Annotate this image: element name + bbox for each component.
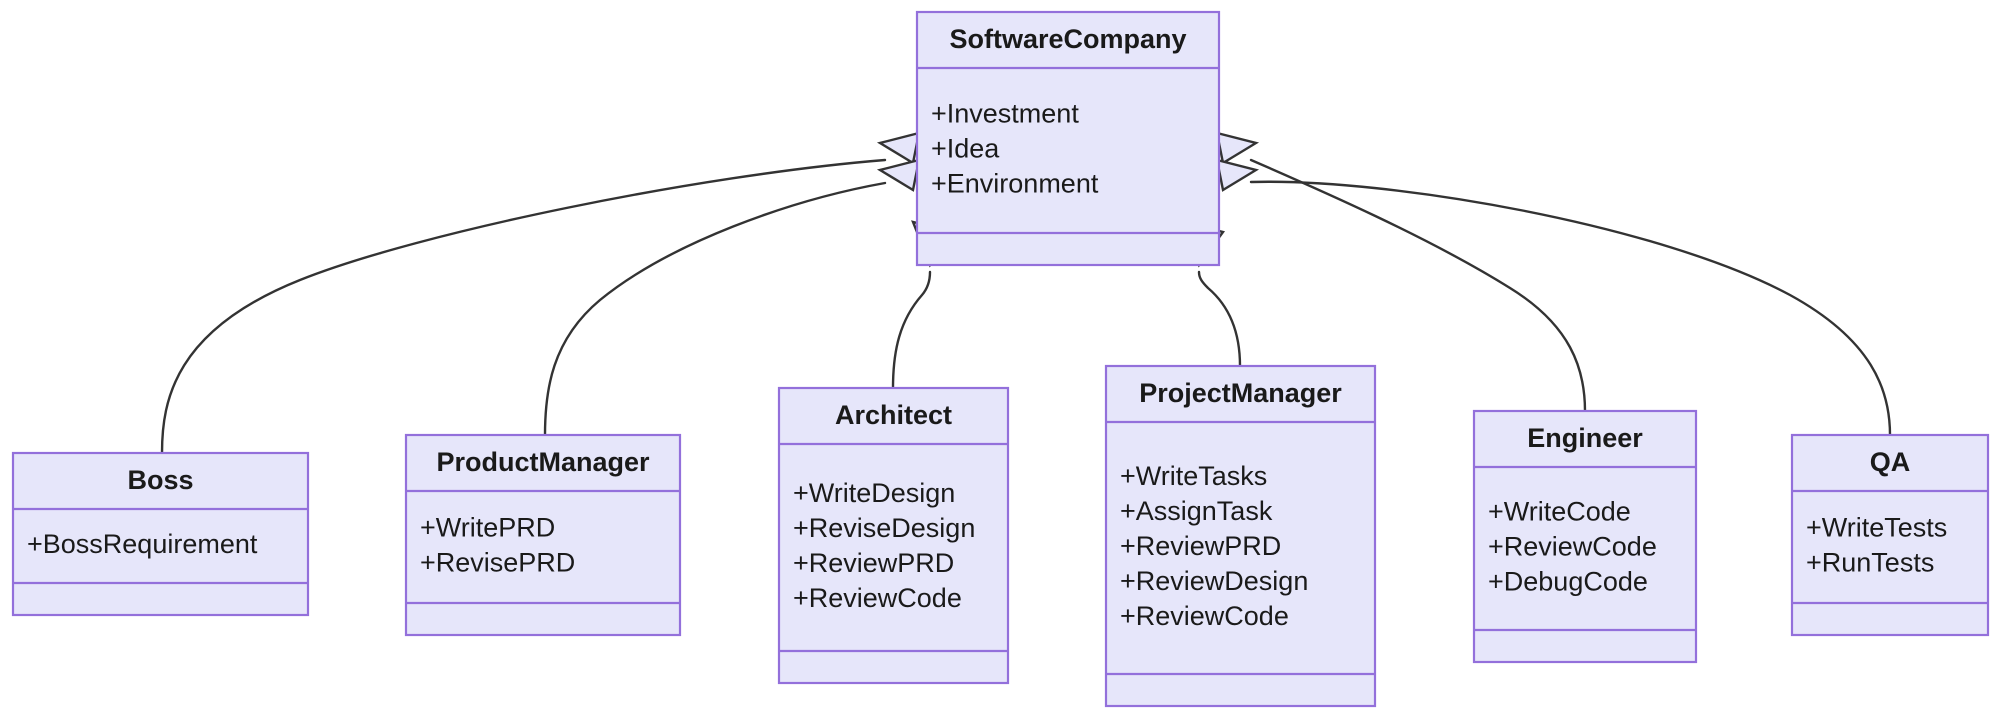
relationship-edges-layer [160,158,1892,455]
class-member-architect-1: +ReviseDesign [793,513,975,543]
edge-boss [160,158,887,455]
class-box-outline-architect [777,386,1010,685]
arrow-boss-icon [876,131,921,165]
class-member-engineer-1: +ReviewCode [1488,532,1657,562]
class-member-projectmanager-0: +WriteTasks [1120,461,1267,491]
class-member-boss-0: +BossRequirement [27,529,258,559]
class-box-engineer[interactable]: Engineer +WriteCode +ReviewCode +DebugCode [1472,409,1698,664]
class-member-softwarecompany-1: +Idea [931,134,1000,164]
class-box-outline-boss [11,451,310,617]
class-boxes-layer: SoftwareCompany +Investment +Idea +Environm… [11,10,1990,708]
class-member-projectmanager-2: +ReviewPRD [1120,531,1281,561]
class-box-softwarecompany[interactable]: SoftwareCompany +Investment +Idea +Environm… [915,10,1221,267]
edge-projectmanager [1197,270,1242,368]
class-box-architect[interactable]: Architect +WriteDesign +ReviseDesign +Revie… [777,386,1010,685]
class-name-qa: QA [1870,447,1911,477]
class-name-productmanager: ProductManager [436,447,650,477]
class-member-architect-3: +ReviewCode [793,583,962,613]
class-name-engineer: Engineer [1527,423,1643,453]
class-member-qa-1: +RunTests [1806,548,1934,578]
class-box-outline-softwarecompany [915,10,1221,267]
edge-qa [1249,180,1892,437]
class-name-architect: Architect [835,400,952,430]
class-box-projectmanager[interactable]: ProjectManager +WriteTasks +AssignTask +Rev… [1104,364,1377,708]
class-box-outline-qa [1790,433,1990,637]
class-box-outline-productmanager [404,433,682,637]
class-member-architect-2: +ReviewPRD [793,548,954,578]
edge-engineer [1249,158,1587,413]
class-box-boss[interactable]: Boss +BossRequirement [11,451,310,617]
arrow-engineer-icon [1215,131,1260,165]
class-member-projectmanager-3: +ReviewDesign [1120,566,1308,596]
class-name-softwarecompany: SoftwareCompany [949,24,1186,54]
class-box-outline-engineer [1472,409,1698,664]
class-name-projectmanager: ProjectManager [1139,378,1342,408]
class-box-qa[interactable]: QA +WriteTests +RunTests [1790,433,1990,637]
class-member-projectmanager-4: +ReviewCode [1120,601,1289,631]
class-member-softwarecompany-0: +Investment [931,99,1079,129]
class-name-boss: Boss [127,465,193,495]
class-member-architect-0: +WriteDesign [793,478,955,508]
arrow-productmanager-icon [876,158,921,192]
arrow-qa-icon [1215,158,1260,192]
class-member-engineer-2: +DebugCode [1488,567,1648,597]
edge-architect [891,270,932,390]
class-member-productmanager-1: +RevisePRD [420,548,575,578]
edge-productmanager [543,181,887,437]
class-box-productmanager[interactable]: ProductManager +WritePRD +RevisePRD [404,433,682,637]
class-member-softwarecompany-2: +Environment [931,169,1099,199]
class-member-projectmanager-1: +AssignTask [1120,496,1273,526]
class-member-qa-0: +WriteTests [1806,513,1947,543]
class-member-productmanager-0: +WritePRD [420,513,555,543]
class-member-engineer-0: +WriteCode [1488,497,1631,527]
